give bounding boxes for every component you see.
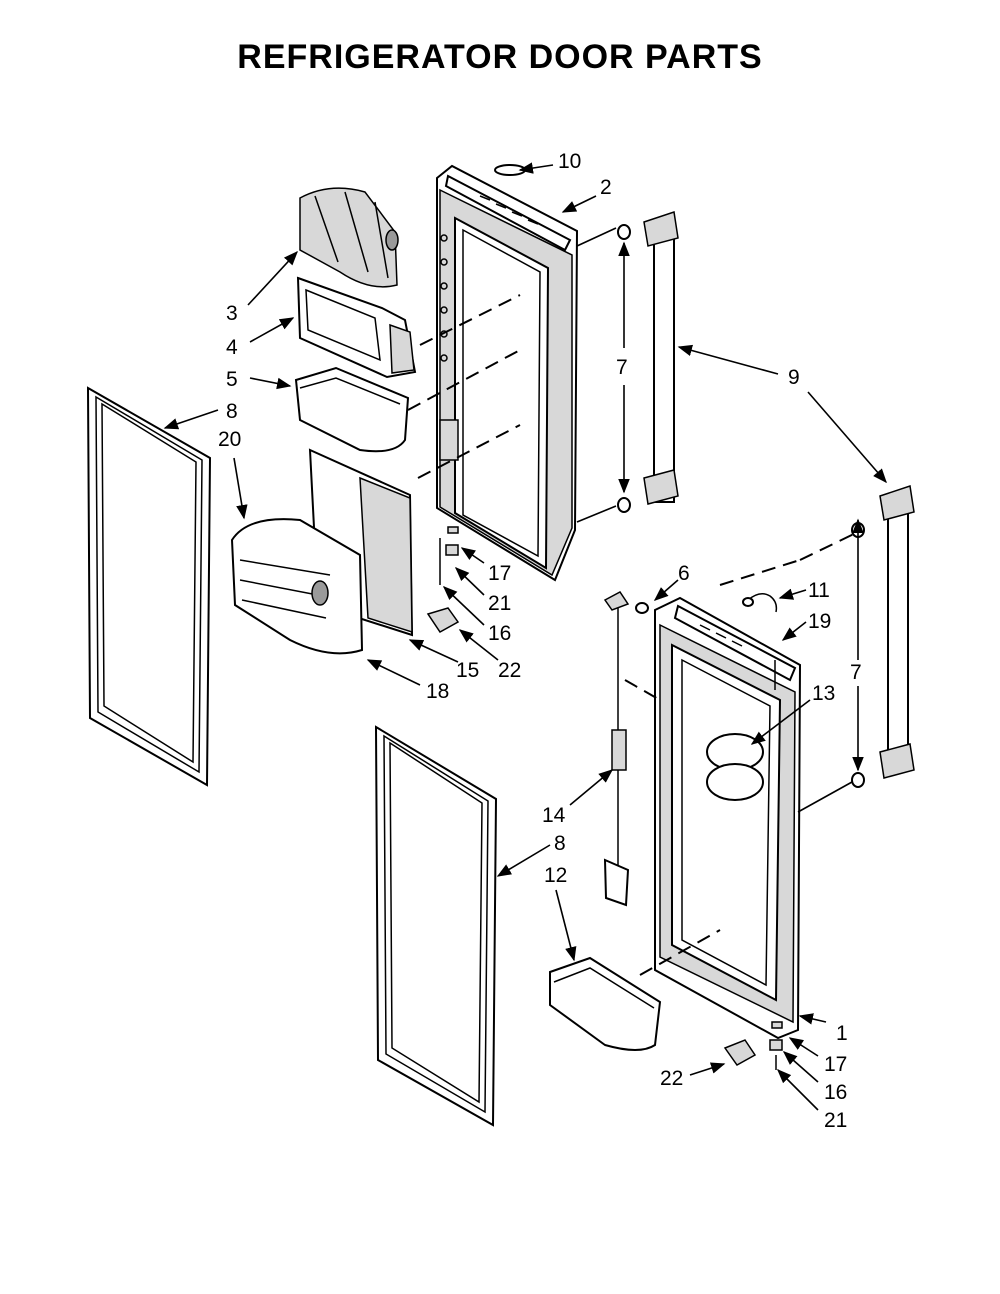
callout-16-upper: 16 <box>488 622 511 645</box>
callout-19: 19 <box>808 610 831 633</box>
ice-bin-tray <box>296 276 417 379</box>
callout-7-lower: 7 <box>850 661 862 684</box>
callout-15: 15 <box>456 659 479 682</box>
callout-8-upper: 8 <box>226 400 238 423</box>
callout-2: 2 <box>600 176 612 199</box>
callout-22-lower: 22 <box>660 1067 683 1090</box>
upper-hinge-hardware <box>426 526 460 633</box>
callout-22-upper: 22 <box>498 659 521 682</box>
ice-dispenser-housing <box>230 448 414 655</box>
callout-21-upper: 21 <box>488 592 511 615</box>
callout-9: 9 <box>788 366 800 389</box>
callout-5: 5 <box>226 368 238 391</box>
callout-17-upper: 17 <box>488 562 511 585</box>
leader-arrows <box>163 162 887 1111</box>
door-bin-upper <box>294 366 410 453</box>
callout-16-lower: 16 <box>824 1081 847 1104</box>
upper-door-liner <box>436 164 579 582</box>
callout-12: 12 <box>544 864 567 887</box>
lower-door-handle <box>851 485 915 788</box>
callout-20: 20 <box>218 428 241 451</box>
callout-7-upper: 7 <box>616 356 628 379</box>
callout-14: 14 <box>542 804 566 827</box>
alignment-lines <box>407 227 859 976</box>
callout-8-lower: 8 <box>554 832 566 855</box>
callout-6: 6 <box>678 562 690 585</box>
callout-21-lower: 21 <box>824 1109 847 1132</box>
door-bin-lower <box>549 956 662 1051</box>
callout-1: 1 <box>836 1022 848 1045</box>
door-gasket-upper <box>86 386 212 787</box>
callout-13: 13 <box>812 682 835 705</box>
callout-4: 4 <box>226 336 238 359</box>
lower-hinge-hardware <box>723 1021 783 1070</box>
ice-bin-lid <box>299 187 399 288</box>
callout-17-lower: 17 <box>824 1053 847 1076</box>
diagram-title: REFRIGERATOR DOOR PARTS <box>237 38 763 76</box>
upper-door-handle <box>617 211 679 513</box>
callout-11: 11 <box>808 579 830 602</box>
callout-10: 10 <box>558 150 581 173</box>
door-gasket-lower <box>374 725 498 1127</box>
callout-18: 18 <box>426 680 449 703</box>
hinge-pin-strip <box>603 600 630 907</box>
callout-labels: 10 2 3 4 5 8 20 7 9 17 21 16 22 15 18 6 … <box>218 150 862 1132</box>
lower-door-liner <box>654 596 802 1040</box>
upper-right-small-parts <box>603 591 778 614</box>
callout-3: 3 <box>226 302 238 325</box>
